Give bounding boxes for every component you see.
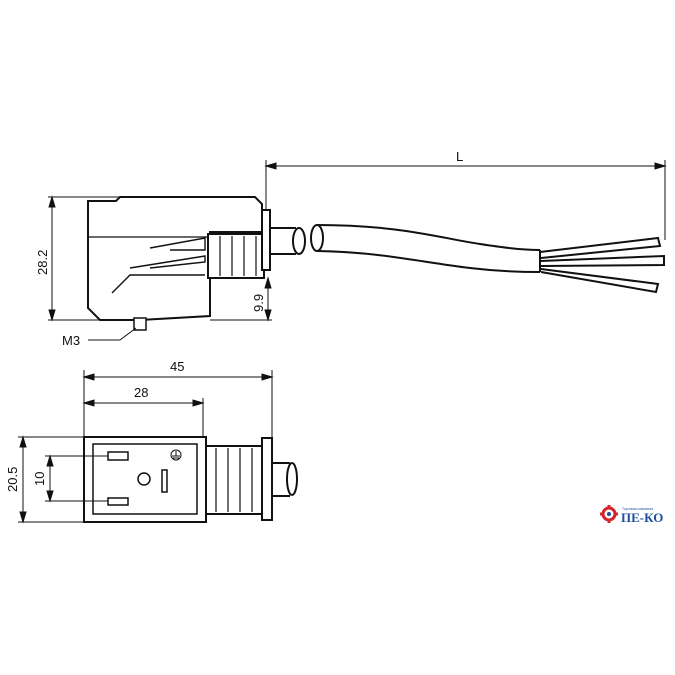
- h282-arrow-bottom: [48, 309, 56, 322]
- l-arrow-right: [654, 162, 667, 170]
- height-label: 28.2: [35, 250, 50, 275]
- brand-logo: Торговая компания ПЕ-КО: [600, 505, 663, 525]
- cable-stub: [270, 227, 296, 255]
- h10-arrow-bottom: [46, 490, 54, 503]
- pin-spacing-label: 10: [32, 472, 47, 486]
- gear-icon: [600, 505, 618, 523]
- wire-1: [539, 236, 662, 259]
- width-inner-label: 28: [134, 385, 148, 400]
- housing-rib: [129, 255, 206, 269]
- housing-rib: [111, 274, 205, 294]
- housing-rib: [149, 237, 206, 251]
- front-view-dimensions: [18, 370, 274, 524]
- w45-arrow-left: [82, 373, 95, 381]
- width-total-label: 45: [170, 359, 184, 374]
- side-view: [87, 196, 665, 331]
- cable-break-right: [310, 224, 324, 252]
- h205-arrow-bottom: [19, 511, 27, 524]
- logo-text: ПЕ-КО: [621, 510, 663, 525]
- h99-arrow-bottom: [264, 309, 272, 322]
- cable-break-left: [292, 227, 306, 255]
- w28-arrow-left: [82, 399, 95, 407]
- front-gland: [205, 445, 263, 515]
- center-hole: [137, 472, 151, 486]
- front-housing-outer: [83, 436, 207, 523]
- h10-arrow-top: [46, 454, 54, 467]
- m3-screw: [133, 317, 147, 331]
- gland-nut: [261, 209, 271, 271]
- w45-arrow-right: [261, 373, 274, 381]
- offset-label: 9.9: [251, 294, 266, 312]
- cable-upper-edge: [316, 224, 541, 251]
- front-housing-inner: [92, 443, 198, 515]
- pin-contact-bottom: [107, 497, 129, 506]
- pin-contact-top: [107, 451, 129, 461]
- thread-label: M3: [62, 333, 80, 348]
- front-cable-break: [286, 462, 298, 496]
- m3-leader-diag: [119, 327, 137, 341]
- earth-symbol-lines: [172, 451, 180, 461]
- front-gland-nut: [261, 437, 273, 521]
- length-label: L: [456, 149, 463, 164]
- earth-slot: [161, 469, 168, 493]
- wire-3: [540, 268, 660, 294]
- front-cable-stub: [272, 462, 290, 497]
- front-view: [83, 436, 298, 523]
- h282-arrow-top: [48, 195, 56, 208]
- cable-lower-edge: [316, 250, 541, 273]
- h99-arrow-top: [264, 276, 272, 289]
- wire-2: [540, 254, 665, 267]
- logo-tagline: Торговая компания: [622, 507, 653, 511]
- l-arrow-left: [264, 162, 277, 170]
- side-view-dimensions: [48, 160, 667, 341]
- height-front-label: 20.5: [5, 467, 20, 492]
- h205-arrow-top: [19, 435, 27, 448]
- w28-arrow-right: [192, 399, 205, 407]
- housing-body: [87, 196, 263, 321]
